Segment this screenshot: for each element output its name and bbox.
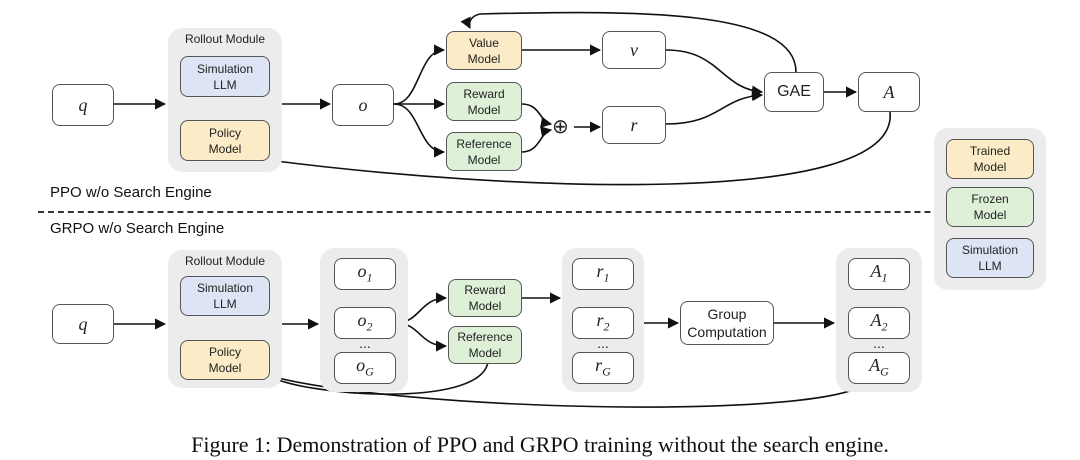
- ppo-output-box: o: [332, 84, 394, 126]
- ppo-v-box: v: [602, 31, 666, 69]
- arrow-reference-to-oplus: [521, 126, 553, 153]
- grpo-advantage-2-label: A2: [870, 309, 888, 334]
- ppo-rollout-title: Rollout Module: [184, 32, 266, 46]
- grpo-reward-model-label: Reward Model: [464, 283, 506, 313]
- ppo-r-box: r: [602, 106, 666, 144]
- ppo-output-label: o: [358, 95, 368, 115]
- grpo-reference-model-box: Reference Model: [448, 326, 522, 364]
- grpo-advantage-1-box: A1: [848, 258, 910, 290]
- ppo-r-label: r: [630, 115, 638, 135]
- arrow-o-to-reference: [393, 103, 446, 158]
- grpo-reward-g-label: rG: [595, 354, 611, 379]
- grpo-query-box: q: [52, 304, 114, 344]
- grpo-reward-1-label: r1: [596, 260, 610, 285]
- grpo-output-2-box: o2: [334, 307, 396, 339]
- grpo-query-label: q: [78, 314, 88, 334]
- ppo-policy-model-label: Policy Model: [208, 125, 242, 156]
- grpo-outputs-ellipsis: ...: [359, 335, 371, 351]
- ppo-gae-box: GAE: [764, 72, 824, 112]
- legend-frozen-model-label: Frozen Model: [971, 192, 1009, 222]
- grpo-policy-model-label: Policy Model: [208, 345, 242, 375]
- grpo-output-2-label: o2: [357, 309, 373, 334]
- grpo-simulation-llm-label: Simulation LLM: [196, 281, 254, 311]
- grpo-reward-2-label: r2: [596, 309, 610, 334]
- ppo-query-box: q: [52, 84, 114, 126]
- ppo-advantage-box: A: [858, 72, 920, 112]
- legend-trained-model: Trained Model: [946, 139, 1034, 179]
- grpo-reference-model-label: Reference Model: [457, 330, 513, 360]
- arrow-o-to-value: [393, 44, 446, 105]
- legend-simulation-llm-label: Simulation LLM: [961, 243, 1019, 273]
- grpo-advantage-g-box: AG: [848, 352, 910, 384]
- ppo-value-model-label: Value Model: [467, 35, 501, 66]
- grpo-simulation-llm-box: Simulation LLM: [180, 276, 270, 316]
- ppo-reward-model-box: Reward Model: [446, 82, 522, 121]
- legend-frozen-model: Frozen Model: [946, 187, 1034, 227]
- ppo-simulation-llm-box: Simulation LLM: [180, 56, 270, 97]
- arrow-r-to-gae: [665, 90, 764, 125]
- figure-caption: Figure 1: Demonstration of PPO and GRPO …: [191, 432, 889, 457]
- ppo-policy-model-box: Policy Model: [180, 120, 270, 161]
- grpo-reward-2-box: r2: [572, 307, 634, 339]
- grpo-output-1-box: o1: [334, 258, 396, 290]
- ppo-section-label: PPO w/o Search Engine: [50, 184, 212, 201]
- grpo-group-computation-box: Group Computation: [680, 301, 774, 345]
- ppo-reference-model-box: Reference Model: [446, 132, 522, 171]
- ppo-v-label: v: [630, 40, 638, 60]
- section-divider: [38, 211, 1040, 213]
- grpo-output-g-label: oG: [356, 354, 374, 379]
- grpo-reward-model-box: Reward Model: [448, 279, 522, 317]
- ppo-reward-model-label: Reward Model: [463, 86, 505, 117]
- grpo-output-1-label: o1: [357, 260, 373, 285]
- grpo-section-label: GRPO w/o Search Engine: [50, 220, 225, 237]
- ppo-oplus-symbol: ⊕: [552, 114, 569, 138]
- arrow-reward-to-oplus: [521, 103, 553, 128]
- grpo-group-computation-label: Group Computation: [687, 306, 767, 340]
- legend-trained-model-label: Trained Model: [969, 144, 1011, 174]
- arrow-v-to-gae: [665, 49, 764, 97]
- ppo-query-label: q: [78, 95, 88, 115]
- ppo-value-model-box: Value Model: [446, 31, 522, 70]
- ppo-simulation-llm-label: Simulation LLM: [196, 61, 254, 92]
- legend-simulation-llm: Simulation LLM: [946, 238, 1034, 278]
- grpo-advantages-ellipsis: ...: [873, 335, 885, 351]
- ppo-gae-label: GAE: [777, 83, 811, 100]
- grpo-reward-g-box: rG: [572, 352, 634, 384]
- ppo-reference-model-label: Reference Model: [456, 136, 512, 167]
- grpo-reward-1-box: r1: [572, 258, 634, 290]
- grpo-advantage-2-box: A2: [848, 307, 910, 339]
- grpo-rewards-ellipsis: ...: [597, 335, 609, 351]
- grpo-rollout-title: Rollout Module: [184, 254, 266, 268]
- grpo-policy-model-box: Policy Model: [180, 340, 270, 380]
- grpo-output-g-box: oG: [334, 352, 396, 384]
- ppo-advantage-label: A: [883, 82, 895, 102]
- grpo-advantage-g-label: AG: [869, 354, 889, 379]
- grpo-advantage-1-label: A1: [870, 260, 888, 285]
